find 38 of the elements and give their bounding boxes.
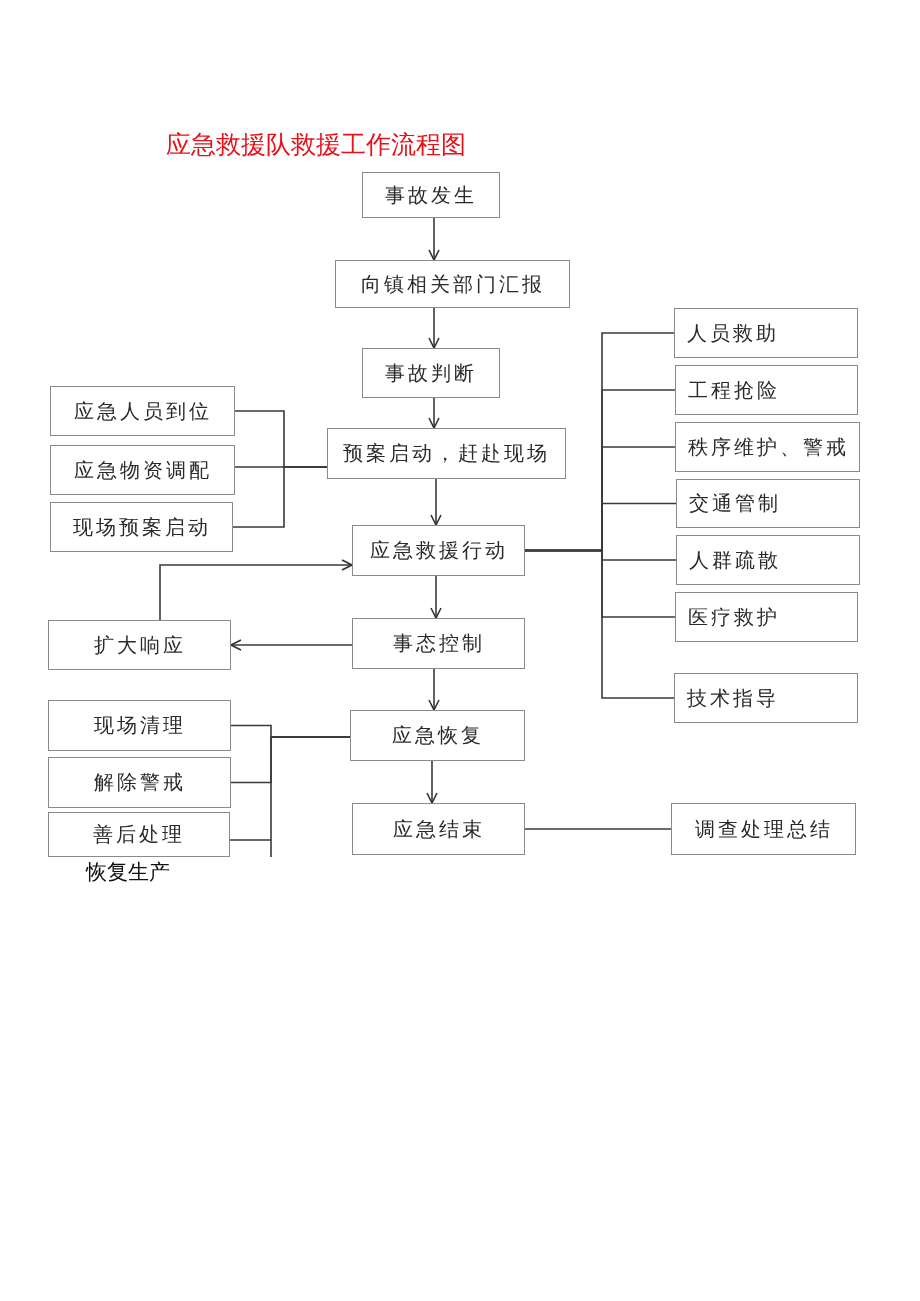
arrow (159, 559, 353, 621)
process-box: 人群疏散 (676, 535, 860, 585)
process-box: 事态控制 (352, 618, 525, 669)
arrow (428, 217, 440, 261)
process-box: 人员救助 (674, 308, 858, 358)
process-box: 秩序维护、警戒 (675, 422, 860, 472)
process-box: 解除警戒 (48, 757, 231, 808)
arrow (428, 397, 440, 429)
process-box: 技术指导 (674, 673, 858, 723)
arrow (430, 575, 442, 619)
process-box: 应急救援行动 (352, 525, 525, 576)
process-box: 向镇相关部门汇报 (335, 260, 570, 308)
process-box: 现场预案启动 (50, 502, 233, 552)
connector-line (232, 466, 328, 528)
process-box: 交通管制 (676, 479, 860, 528)
process-box: 事故判断 (362, 348, 500, 398)
process-box: 扩大响应 (48, 620, 231, 670)
process-box: 应急人员到位 (50, 386, 235, 436)
process-box: 预案启动，赶赴现场 (327, 428, 566, 479)
process-box: 应急物资调配 (50, 445, 235, 495)
connector-line (524, 549, 675, 699)
process-box: 应急恢复 (350, 710, 525, 761)
arrow (230, 639, 353, 651)
diagram-title: 应急救援队救援工作流程图 (166, 129, 466, 161)
process-box: 调查处理总结 (671, 803, 856, 855)
process-box: 现场清理 (48, 700, 231, 751)
arrow (428, 307, 440, 349)
arrow (430, 478, 442, 526)
process-box: 工程抢险 (675, 365, 858, 415)
connector-line (229, 736, 351, 858)
process-box: 善后处理 (48, 812, 230, 857)
process-box: 应急结束 (352, 803, 525, 855)
note-text: 恢复生产 (86, 859, 170, 886)
arrow (426, 760, 438, 804)
arrow (428, 668, 440, 711)
process-box: 事故发生 (362, 172, 500, 218)
process-box: 医疗救护 (675, 592, 858, 642)
connector-line (524, 828, 672, 830)
